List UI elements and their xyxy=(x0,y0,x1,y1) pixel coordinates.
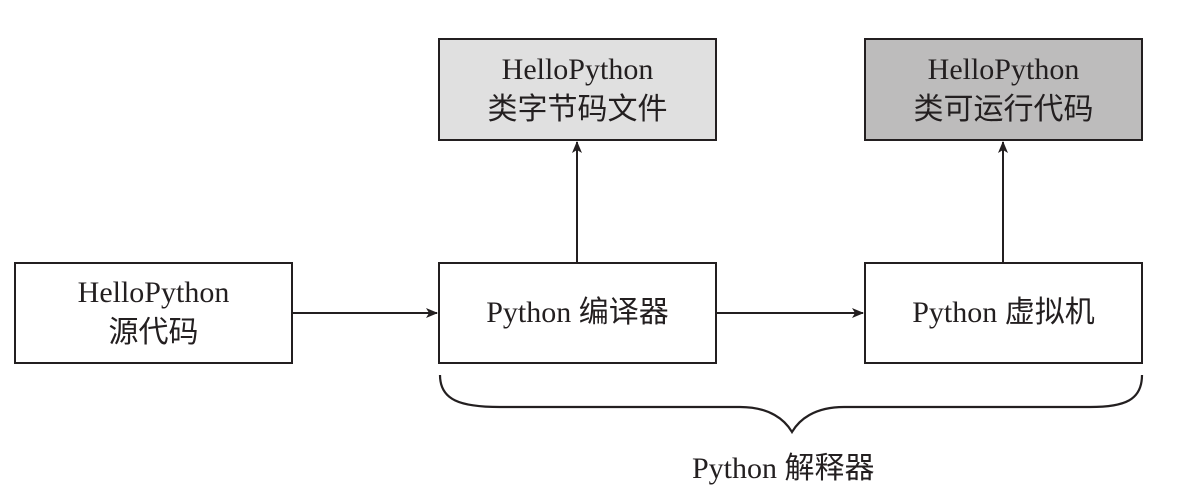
source-code-title: HelloPython xyxy=(77,276,230,309)
vm-box: Python 虚拟机 xyxy=(864,262,1143,364)
bytecode-box: HelloPython 类字节码文件 xyxy=(438,38,717,141)
vm-label: Python 虚拟机 xyxy=(912,296,1095,329)
runnable-subtitle: 类可运行代码 xyxy=(913,92,1094,126)
compiler-box: Python 编译器 xyxy=(438,262,717,364)
bytecode-title: HelloPython xyxy=(501,52,654,86)
source-code-subtitle: 源代码 xyxy=(108,316,199,349)
interpreter-label: Python 解释器 xyxy=(692,452,875,485)
source-code-box: HelloPython 源代码 xyxy=(14,262,293,364)
interpreter-brace xyxy=(438,374,1144,435)
bytecode-subtitle: 类字节码文件 xyxy=(487,92,668,126)
runnable-code-box: HelloPython 类可运行代码 xyxy=(864,38,1143,141)
runnable-title: HelloPython xyxy=(927,52,1080,86)
compiler-label: Python 编译器 xyxy=(486,296,669,329)
